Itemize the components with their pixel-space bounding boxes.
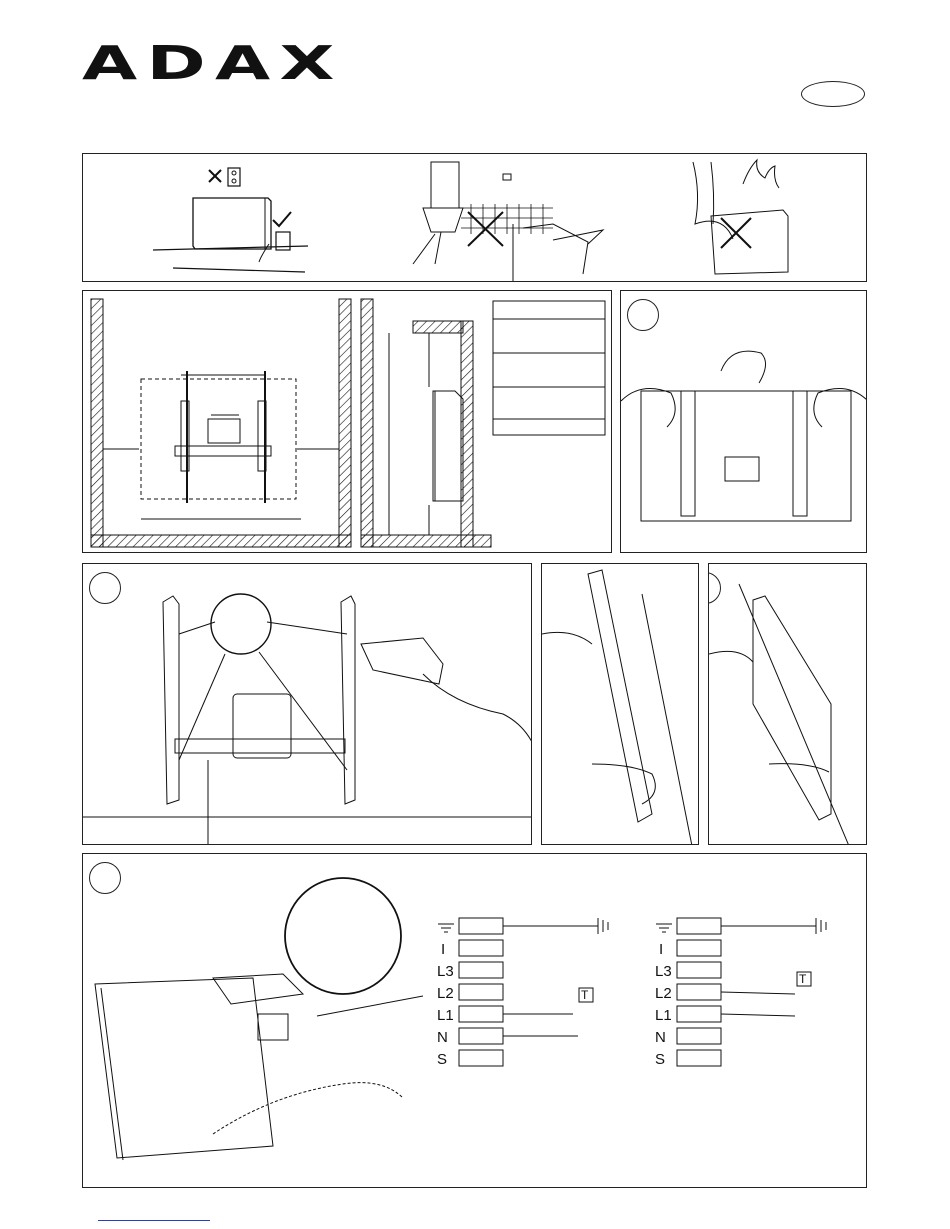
ground-icon [656, 924, 672, 932]
terminal-label-l2: L2 [655, 986, 672, 1001]
terminal-label-l1: L1 [437, 1008, 454, 1023]
terminal-label-l3: L3 [655, 964, 672, 979]
step-3b-illustration [709, 564, 867, 845]
step-2-illustration [83, 564, 532, 845]
dimensions-drawing [83, 291, 612, 553]
step-1-illustration [621, 291, 867, 553]
step-3a-illustration [542, 564, 699, 845]
ground-icon [438, 924, 454, 932]
step-2-panel [82, 563, 532, 845]
wiring-illustration [83, 854, 867, 1188]
dimensions-panel [82, 290, 612, 553]
language-badge [801, 81, 865, 107]
terminal-label-n: N [655, 1030, 666, 1045]
cross-icon [721, 218, 751, 248]
cross-icon [468, 212, 503, 246]
terminal-label-l2: L2 [437, 986, 454, 1001]
footer-link-underline[interactable] [98, 1220, 210, 1221]
terminal-label-i: I [659, 942, 663, 957]
warnings-panel [82, 153, 867, 282]
terminal-label-n: N [437, 1030, 448, 1045]
cross-icon [209, 170, 221, 182]
terminal-label-l3: L3 [437, 964, 454, 979]
brand-logo: ADAX [82, 40, 344, 86]
step-3b-panel [708, 563, 867, 845]
step-3a-panel [541, 563, 699, 845]
check-icon [273, 212, 291, 226]
terminal-block-right [656, 918, 826, 1066]
terminal-label-s: S [437, 1052, 447, 1067]
terminal-label-i: I [441, 942, 445, 957]
step-1-panel [620, 290, 867, 553]
thermostat-label: T [799, 973, 806, 985]
thermostat-label: T [581, 989, 588, 1001]
warnings-illustration [83, 154, 867, 282]
step-4-wiring-panel: I L3 L2 L1 N S T I L3 L2 L1 N S T [82, 853, 867, 1188]
terminal-label-s: S [655, 1052, 665, 1067]
terminal-label-l1: L1 [655, 1008, 672, 1023]
